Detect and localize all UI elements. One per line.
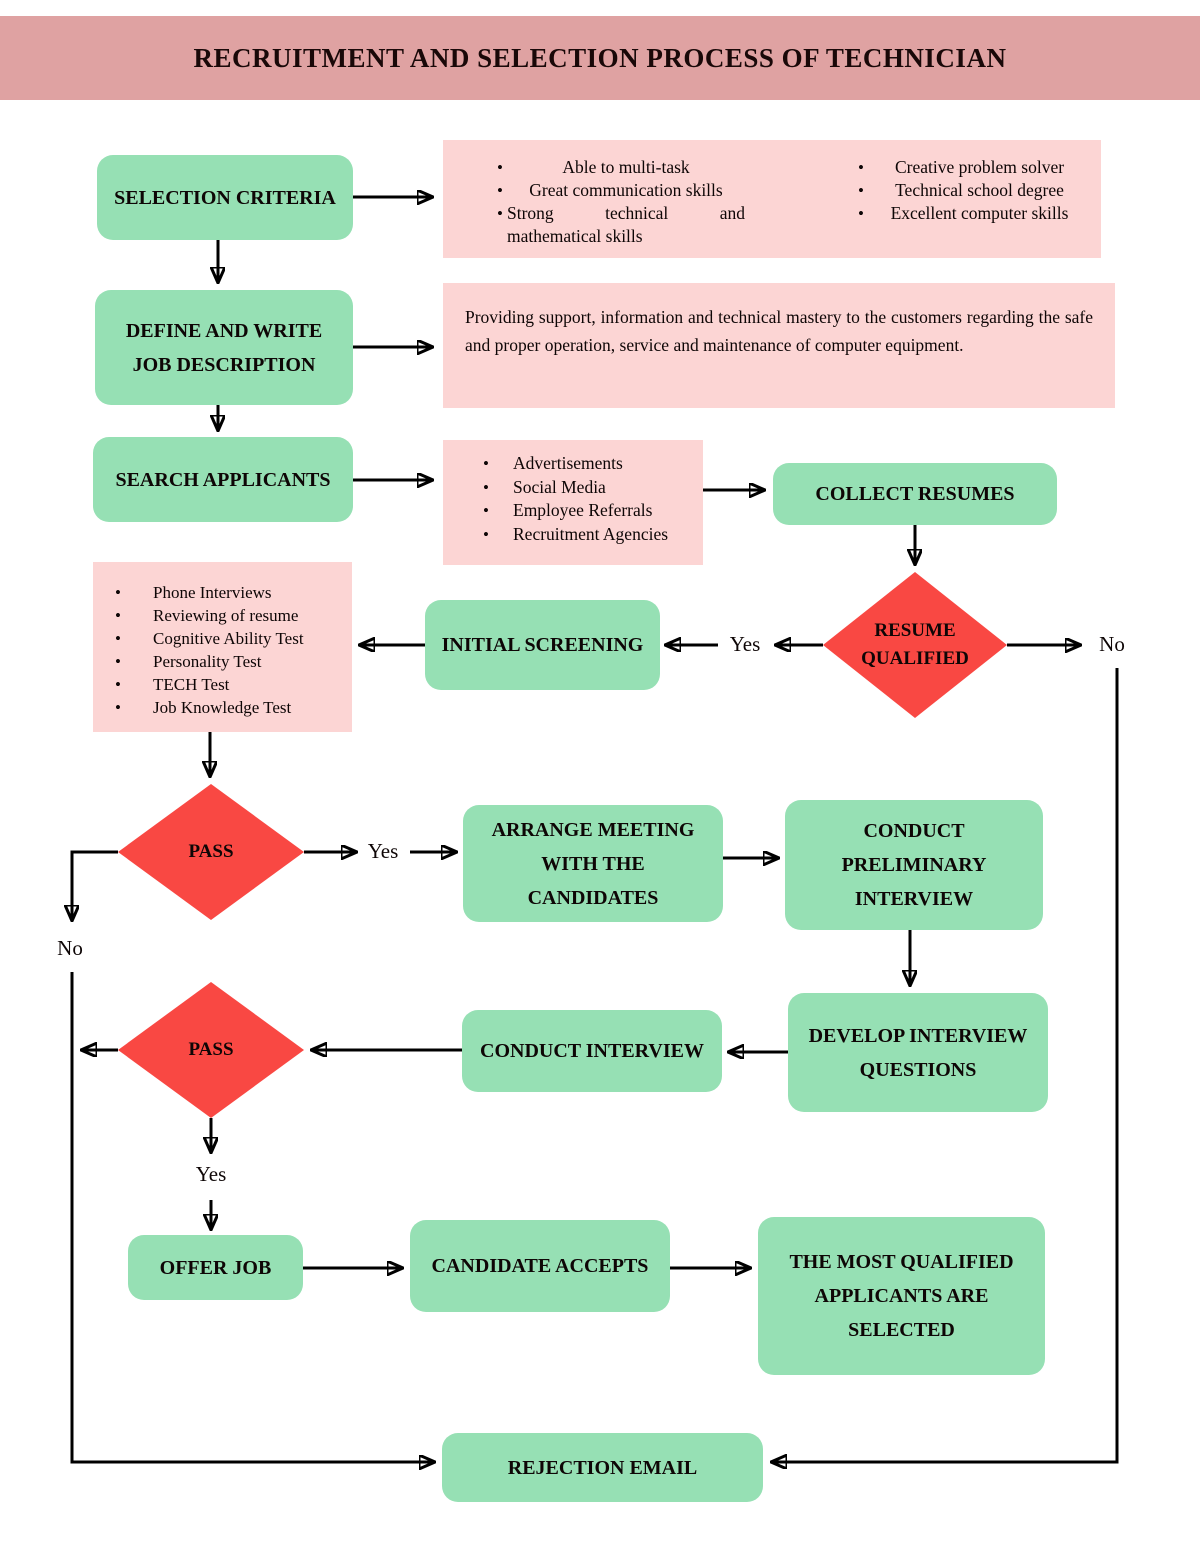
list-item: Phone Interviews: [115, 581, 304, 604]
edge-label-pass1-no: No: [57, 936, 83, 960]
node-search-applicants: SEARCH APPLICANTS: [93, 437, 353, 522]
bullet-icon: [483, 523, 513, 547]
bullet-icon: [115, 627, 153, 650]
decision-label: PASS: [188, 840, 234, 862]
node-label: OFFER JOB: [159, 1256, 272, 1279]
list-item: Excellent computer skills: [854, 202, 1091, 225]
edge-label-pass1-yes: Yes: [367, 839, 399, 863]
node-most-qualified: THE MOST QUALIFIED APPLICANTS ARE SELECT…: [758, 1217, 1045, 1375]
node-develop-questions: DEVELOP INTERVIEW QUESTIONS: [788, 993, 1048, 1112]
bullet-icon: [854, 202, 868, 225]
decision-label: PASS: [188, 1038, 234, 1060]
criteria-column-2: Creative problem solver Technical school…: [792, 156, 1091, 225]
node-candidate-accepts: CANDIDATE ACCEPTS: [410, 1220, 670, 1312]
decision-label: RESUME QUALIFIED: [861, 619, 969, 670]
node-label: ARRANGE MEETING WITH THE CANDIDATES: [491, 818, 695, 909]
edge-label-resume-no: No: [1099, 632, 1125, 656]
node-label: CANDIDATE ACCEPTS: [431, 1255, 649, 1277]
detail-search-channels: Advertisements Social Media Employee Ref…: [443, 440, 703, 565]
list-item: Job Knowledge Test: [115, 696, 304, 719]
node-conduct-interview: CONDUCT INTERVIEW: [462, 1010, 722, 1092]
node-label: SEARCH APPLICANTS: [115, 468, 331, 491]
detail-selection-criteria: Able to multi-task Great communication s…: [443, 140, 1101, 258]
bullet-icon: [483, 476, 513, 500]
list-item: Creative problem solver: [854, 156, 1091, 179]
list-item: Strong technical and mathematical skills: [493, 202, 792, 248]
criteria-column-1: Able to multi-task Great communication s…: [493, 156, 792, 248]
bullet-icon: [483, 499, 513, 523]
node-label: REJECTION EMAIL: [507, 1456, 698, 1479]
node-label: SELECTION CRITERIA: [114, 186, 336, 209]
list-item: Reviewing of resume: [115, 604, 304, 627]
job-description-text: Providing support, information and techn…: [465, 307, 1093, 356]
bullet-icon: [115, 604, 153, 627]
bullet-icon: [493, 179, 507, 202]
list-item: Recruitment Agencies: [483, 523, 668, 547]
edge-label-resume-yes: Yes: [729, 632, 761, 656]
node-collect-resumes: COLLECT RESUMES: [773, 463, 1057, 525]
node-rejection-email: REJECTION EMAIL: [442, 1433, 763, 1502]
bullet-icon: [115, 581, 153, 604]
page-title: RECRUITMENT AND SELECTION PROCESS OF TEC…: [193, 42, 1007, 73]
list-item: Great communication skills: [493, 179, 792, 202]
rail-no-left-to-rejection: [70, 972, 434, 1462]
bullet-icon: [115, 650, 153, 673]
header-banner: RECRUITMENT AND SELECTION PROCESS OF TEC…: [0, 16, 1200, 100]
node-label: INITIAL SCREENING: [441, 634, 644, 656]
decision-pass-second: PASS: [118, 982, 304, 1118]
node-initial-screening: INITIAL SCREENING: [425, 600, 660, 690]
node-selection-criteria: SELECTION CRITERIA: [97, 155, 353, 240]
list-item: Personality Test: [115, 650, 304, 673]
list-item: Employee Referrals: [483, 499, 668, 523]
rail-no-right-to-rejection: [772, 668, 1119, 1462]
bullet-icon: [854, 156, 868, 179]
node-conduct-preliminary: CONDUCT PRELIMINARY INTERVIEW: [785, 800, 1043, 930]
bullet-icon: [493, 202, 507, 225]
node-label: CONDUCT INTERVIEW: [480, 1040, 704, 1062]
list-item: Able to multi-task: [493, 156, 792, 179]
list-item: Advertisements: [483, 452, 668, 476]
decision-pass-first: PASS: [118, 784, 304, 920]
node-label: COLLECT RESUMES: [815, 483, 1015, 505]
node-label: THE MOST QUALIFIED APPLICANTS ARE SELECT…: [789, 1251, 1014, 1341]
rail-pass1-no-top: [72, 850, 118, 920]
detail-screening-methods: Phone Interviews Reviewing of resume Cog…: [93, 562, 352, 732]
list-item: Cognitive Ability Test: [115, 627, 304, 650]
edge-label-pass2-yes: Yes: [195, 1162, 227, 1186]
detail-job-description: Providing support, information and techn…: [443, 283, 1115, 408]
node-label: DEVELOP INTERVIEW QUESTIONS: [808, 1024, 1028, 1081]
node-label: CONDUCT PRELIMINARY INTERVIEW: [841, 820, 987, 910]
bullet-icon: [493, 156, 507, 179]
bullet-icon: [483, 452, 513, 476]
node-define-job: DEFINE AND WRITE JOB DESCRIPTION: [95, 290, 353, 405]
decision-resume-qualified: RESUME QUALIFIED: [823, 572, 1007, 718]
node-label: DEFINE AND WRITE JOB DESCRIPTION: [125, 319, 323, 376]
bullet-icon: [854, 179, 868, 202]
node-arrange-meeting: ARRANGE MEETING WITH THE CANDIDATES: [463, 805, 723, 922]
node-offer-job: OFFER JOB: [128, 1235, 303, 1300]
list-item: TECH Test: [115, 673, 304, 696]
bullet-icon: [115, 673, 153, 696]
bullet-icon: [115, 696, 153, 719]
list-item: Technical school degree: [854, 179, 1091, 202]
list-item: Social Media: [483, 476, 668, 500]
